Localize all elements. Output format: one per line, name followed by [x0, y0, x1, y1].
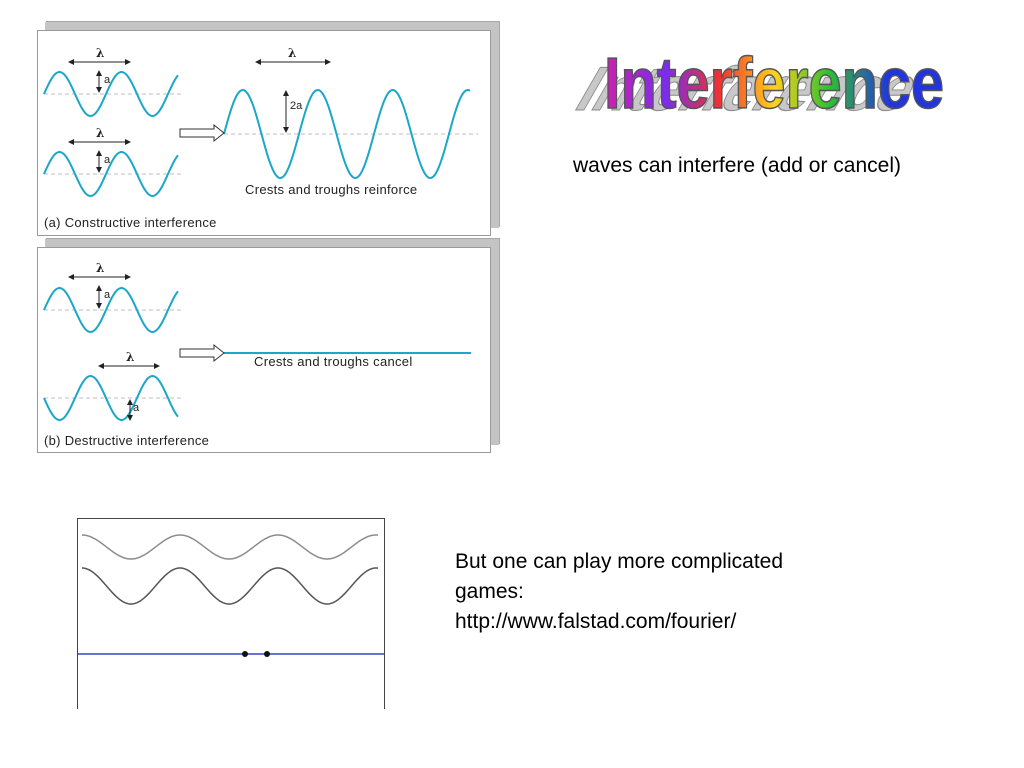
note-line: games: [455, 580, 524, 603]
reinforced-wave [223, 88, 471, 180]
wavelength-label: λ [126, 350, 134, 364]
result-label: Crests and troughs reinforce [245, 182, 417, 197]
title-wordart: Interference Interference [563, 43, 944, 125]
wavelength-label: λ [96, 261, 104, 275]
combine-arrow-icon [179, 343, 225, 363]
note-text: But one can play more complicated games:… [455, 547, 915, 637]
input-wave-1 [43, 71, 179, 117]
amplitude-label: a [133, 402, 140, 414]
amplitude-label: a [104, 289, 111, 301]
destructive-interference-panel: λ a λ a Crests and troughs cancel (b) De… [37, 247, 491, 453]
sim-point[interactable] [264, 651, 270, 657]
note-line: But one can play more complicated [455, 550, 784, 573]
note-link[interactable]: http://www.falstad.com/fourier/ [455, 610, 737, 633]
input-wave-2 [43, 151, 179, 197]
amplitude-label: a [104, 74, 111, 86]
result-amplitude-label: 2a [290, 100, 303, 112]
result-label: Crests and troughs cancel [254, 354, 413, 369]
constructive-diagram: λ λ λ a a 2a Crests and troughs reinforc… [43, 46, 478, 230]
destructive-diagram: λ a λ a Crests and troughs cancel (b) De… [43, 261, 471, 448]
sim-wave-2 [82, 567, 379, 605]
constructive-interference-panel: λ λ λ a a 2a Crests and troughs reinforc… [37, 30, 491, 236]
combine-arrow-icon [179, 123, 225, 143]
panel-caption: (a) Constructive interference [44, 215, 217, 230]
panel-caption: (b) Destructive interference [44, 433, 209, 448]
title-shadow: Interference [564, 54, 934, 123]
wavelength-label: λ [96, 46, 104, 60]
sim-point[interactable] [242, 651, 248, 657]
sim-wave-1 [82, 534, 379, 560]
amplitude-label: a [104, 154, 111, 166]
wavelength-label: λ [288, 46, 296, 60]
fourier-simulation-view [77, 518, 385, 709]
title-text: Interference [604, 44, 944, 124]
input-wave-1 [43, 287, 179, 333]
page-title: Interference Interference [560, 30, 960, 130]
input-wave-2-inverted [43, 375, 179, 421]
simulation-canvas [78, 534, 384, 657]
subtitle: waves can interfere (add or cancel) [573, 154, 901, 177]
wavelength-label: λ [96, 126, 104, 140]
